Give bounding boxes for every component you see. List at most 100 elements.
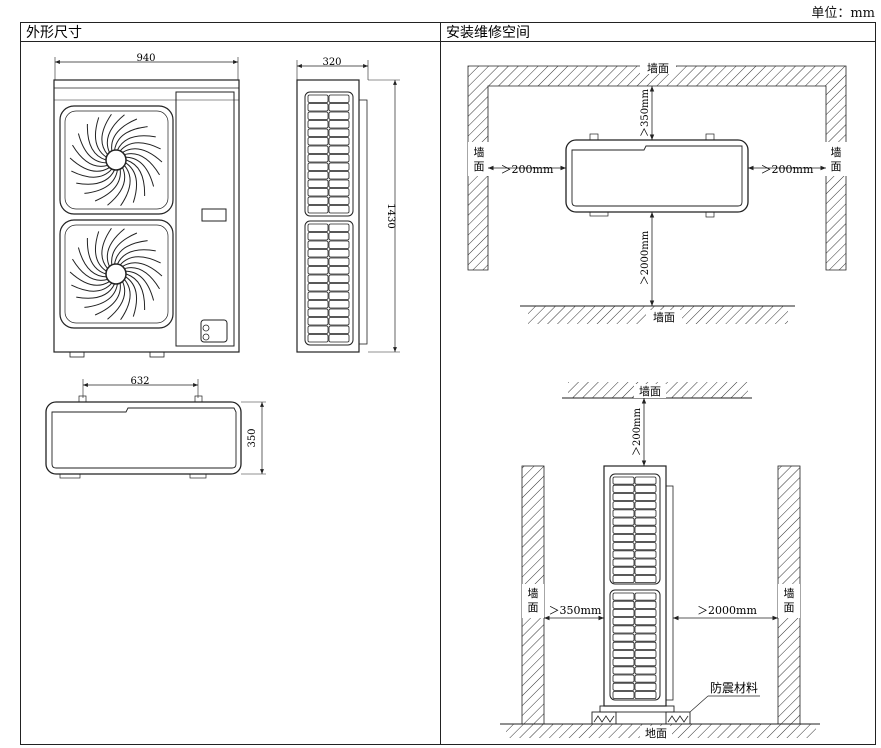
elev-clear-left: ＞350mm [549,604,602,617]
grille-cell [307,111,329,120]
elev-clear-top: ＞200mm [632,407,643,456]
grille-cell [612,609,635,618]
top-view [45,379,266,479]
grille-cell [307,257,329,266]
damper-label: 防震材料 [710,680,758,695]
grille-cell [328,300,350,309]
grille-cell [328,111,350,120]
grille-cell [612,650,635,659]
grille-cell [307,128,329,137]
elev-clear-right: ＞2000mm [697,604,757,617]
plan-clearance-diagram [467,60,847,324]
fan-blade [71,168,113,178]
grille-cell [634,650,657,659]
fan-hub [105,263,127,285]
plan-clear-back: ＞350mm [640,88,651,137]
fan-blades-lower [69,227,163,321]
grille-cell [612,592,635,601]
grille-cell [328,196,350,205]
grille-cell [328,308,350,317]
fan-blade [119,142,161,152]
fan-hub [105,149,127,171]
grille-cell [634,666,657,675]
fan-blade [114,240,148,265]
fan-blade [94,117,107,158]
grille-cell [634,566,657,575]
grille-cell [328,188,350,197]
fan-blade [125,273,146,311]
grille-cell [612,674,635,683]
grille-cell [612,641,635,650]
grille-cell [307,205,329,214]
grille-cell [612,534,635,543]
fan-blade [84,169,118,194]
fan-blade [69,157,110,172]
grille-cell [634,633,657,642]
fan-blade [76,283,116,299]
grille-cell [634,674,657,683]
fan-blade [120,165,131,207]
grille-cell [328,223,350,232]
fan-blade [84,283,118,308]
grille-cell [634,592,657,601]
side-height-label: 1430 [385,203,396,228]
grille-cell [307,291,329,300]
grille-cell [612,492,635,501]
grille-cell [634,558,657,567]
fan-blade [86,123,107,161]
grille-cell [307,308,329,317]
fan-blade [116,135,156,151]
grille-cell [612,550,635,559]
grille-cell [307,283,329,292]
grille-cell [634,501,657,510]
grille-cell [328,128,350,137]
fan-blade [111,118,138,151]
fan-blade [125,162,138,203]
fan-blade [125,270,155,301]
front-width-label: 940 [136,53,155,64]
grille-cell [328,162,350,171]
grille-cell [328,171,350,180]
grille-cell [612,625,635,634]
grille-cell [634,658,657,667]
left-panel-title: 外形尺寸 [26,25,82,41]
grille-cell [634,542,657,551]
grille-cell [328,325,350,334]
grille-cell [612,666,635,675]
grille-cell [612,501,635,510]
grille-cell [328,94,350,103]
grille-cell [328,249,350,258]
grille-cell [328,266,350,275]
grille-cell [328,137,350,146]
grille-cell [307,196,329,205]
fan-blade [119,256,161,266]
grille-cell [634,492,657,501]
fan-blade [101,113,112,155]
grille-cell [307,120,329,129]
grille-cell [307,171,329,180]
grille-cell [634,509,657,518]
fan-blade [107,281,126,320]
grille-cell [612,633,635,642]
grille-cell [612,525,635,534]
plan-wall-left-label: 墙面 [474,145,485,173]
fan-blade [94,283,121,316]
grille-cell [307,232,329,241]
plan-wall-top-label: 墙面 [647,61,669,75]
grille-cell [307,223,329,232]
grille-cell [307,274,329,283]
fan-blade [125,156,155,187]
grille-cell [612,658,635,667]
grille-cell [307,154,329,163]
fan-blade [72,258,108,281]
grille-cell [307,103,329,112]
grille-cell [307,179,329,188]
grille-cell [328,145,350,154]
unit-label: 单位：mm [811,6,875,21]
grille-cell [328,154,350,163]
fan-blades-upper [69,113,163,207]
grille-cell [328,283,350,292]
elev-wall-left-label: 墙面 [528,586,539,614]
grille-cell [307,266,329,275]
plan-clear-front: ＞2000mm [640,230,651,285]
